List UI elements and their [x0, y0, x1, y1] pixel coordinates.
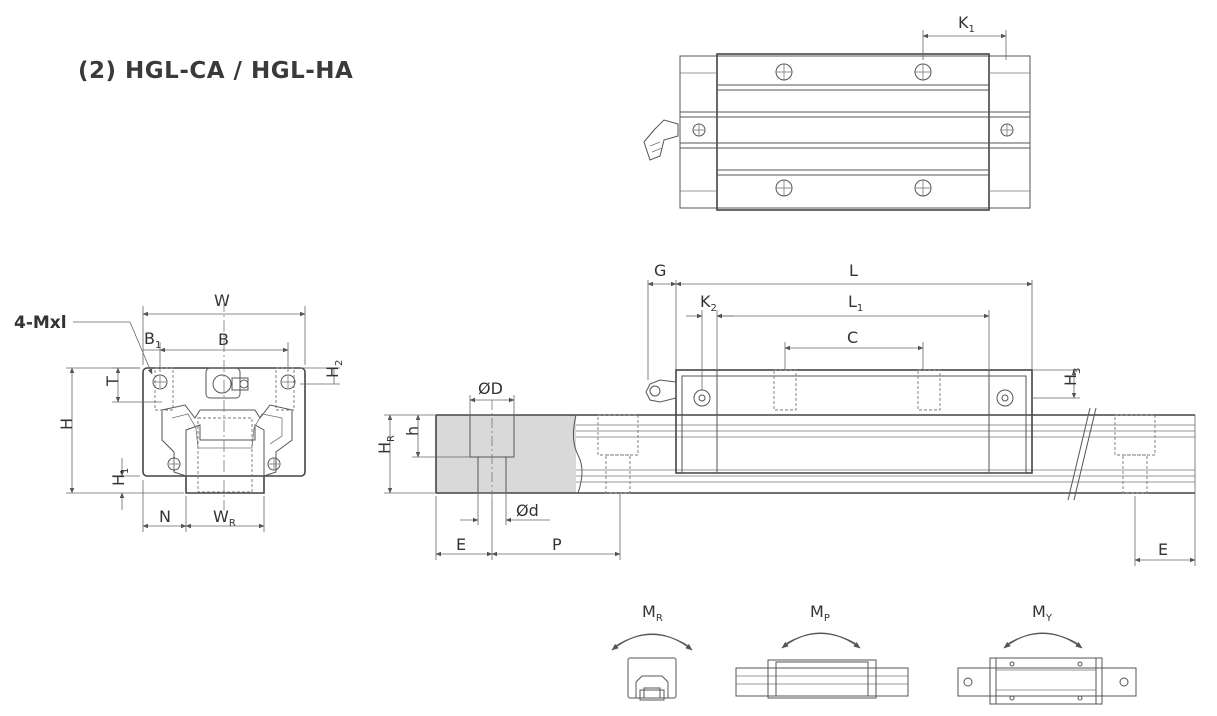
svg-text:MY: MY	[1032, 602, 1053, 624]
dim-label-e-right: E	[1158, 540, 1168, 559]
dim-label-l1: L1	[848, 292, 863, 314]
callout-4-mxl: 4-Mxl	[14, 313, 67, 333]
dim-label-e-left: E	[456, 535, 466, 554]
dim-label-k1: K1	[958, 13, 975, 35]
grease-nipple-icon	[645, 379, 677, 403]
dim-label-wr: WR	[213, 507, 236, 529]
dim-label-od: ØD	[478, 379, 503, 398]
dim-label-b1: B1	[144, 329, 161, 351]
dim-label-p: P	[552, 535, 562, 554]
moment-mp-icon: MP	[735, 602, 909, 699]
mounting-hole	[280, 374, 296, 390]
end-seal-screw	[692, 123, 706, 137]
dim-label-w: W	[214, 291, 230, 310]
end-view: W B B1 4-Mxl T H H1 H2	[14, 291, 345, 532]
dim-label-k2: K2	[700, 292, 717, 314]
dim-label-t: T	[103, 376, 122, 387]
mounting-hole	[267, 457, 281, 471]
dim-label-c: C	[847, 328, 858, 347]
drawing-title: (2) HGL-CA / HGL-HA	[78, 58, 354, 84]
grease-nipple-icon	[643, 119, 679, 161]
end-seal-screw	[693, 389, 711, 407]
mounting-hole	[167, 457, 181, 471]
dim-label-h2: H2	[323, 360, 345, 378]
dim-label-l: L	[849, 261, 858, 280]
end-seal-screw	[1000, 123, 1014, 137]
dim-label-g: G	[654, 261, 666, 280]
svg-text:MP: MP	[810, 602, 830, 624]
side-view: G L K2 L1 C H3 ØD h	[375, 261, 1196, 566]
moment-my-icon: MY	[957, 602, 1137, 705]
dim-label-h-small: h	[403, 426, 422, 436]
mounting-hole	[775, 63, 793, 81]
svg-text:MR: MR	[642, 602, 663, 624]
mounting-hole	[914, 63, 932, 81]
dim-label-hr: HR	[375, 435, 397, 454]
dim-label-n: N	[159, 507, 171, 526]
grease-nipple-icon	[205, 367, 249, 399]
mounting-hole	[775, 179, 793, 197]
end-seal-screw	[996, 389, 1014, 407]
dim-label-od-small: Ød	[516, 501, 539, 520]
top-view: K1	[643, 13, 1031, 211]
dim-label-h1: H1	[109, 468, 131, 486]
moment-mr-icon: MR	[611, 602, 693, 701]
dim-label-b: B	[218, 330, 229, 349]
mounting-hole	[152, 374, 168, 390]
dim-label-h: H	[57, 418, 76, 430]
mounting-hole	[914, 179, 932, 197]
dim-label-h3: H3	[1061, 368, 1083, 386]
